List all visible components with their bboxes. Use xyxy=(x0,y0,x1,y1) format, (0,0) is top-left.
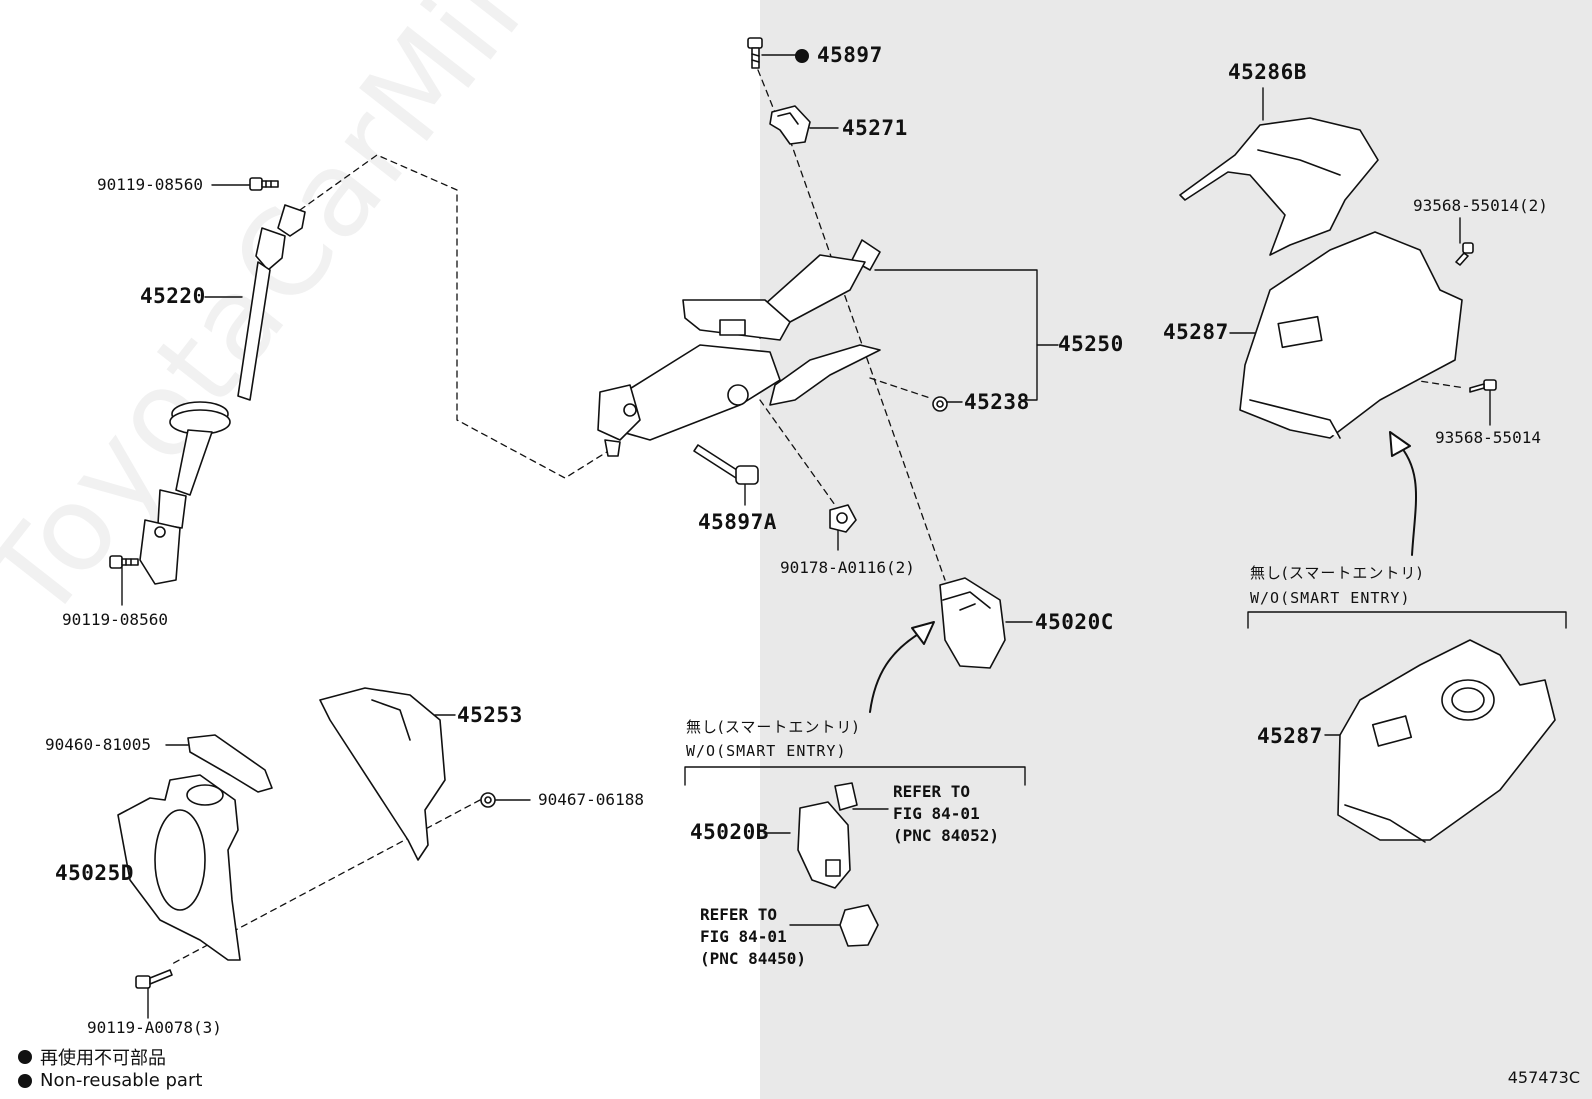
non-reusable-dot-icon xyxy=(795,48,809,63)
refer-1-line-3: (PNC 84052) xyxy=(893,826,999,845)
label-90119-08560-top: 90119-08560 xyxy=(97,175,203,194)
screw-93568-a xyxy=(1455,242,1474,266)
figure-code: 457473C xyxy=(1507,1068,1580,1087)
label-45287-bottom: 45287 xyxy=(1257,724,1323,748)
label-45897: 45897 xyxy=(817,43,883,67)
cover-45287-bottom xyxy=(1337,639,1556,843)
clip-90467 xyxy=(480,792,496,808)
label-45020C: 45020C xyxy=(1035,610,1114,634)
label-45220: 45220 xyxy=(140,284,206,308)
refer-2-line-2: FIG 84-01 xyxy=(700,927,787,946)
cover-45287-top xyxy=(1239,231,1463,439)
bolt-90119-A0078 xyxy=(135,969,173,989)
cover-45286B xyxy=(1179,117,1379,256)
curved-arrows xyxy=(869,431,1417,713)
clamp-45271 xyxy=(769,105,811,145)
label-90119-A0078: 90119-A0078(3) xyxy=(87,1018,222,1037)
refer-1-line-1: REFER TO xyxy=(893,782,971,801)
screw-93568-b xyxy=(1469,379,1497,393)
legend-dot-icon xyxy=(18,1050,32,1064)
housing-45020C xyxy=(939,577,1006,669)
bolt-45897A xyxy=(693,444,759,485)
note-wo-smart-entry-en-1: W/O(SMART ENTRY) xyxy=(686,742,847,760)
label-45238: 45238 xyxy=(964,390,1030,414)
refer-2-line-1: REFER TO xyxy=(700,905,778,924)
label-90178-A0116: 90178-A0116(2) xyxy=(780,558,915,577)
switch-45020B xyxy=(797,782,879,947)
legend-jp: 再使用不可部品 xyxy=(18,1044,166,1070)
label-45286B: 45286B xyxy=(1228,60,1307,84)
label-45250: 45250 xyxy=(1058,332,1124,356)
label-45287-top: 45287 xyxy=(1163,320,1229,344)
refer-2-line-3: (PNC 84450) xyxy=(700,949,806,968)
label-45253: 45253 xyxy=(457,703,523,727)
note-wo-smart-entry-jp-2: 無し(スマートエントリ) xyxy=(1250,564,1424,582)
nut-45238 xyxy=(932,396,948,412)
ring-90460 xyxy=(187,734,273,793)
label-45025D: 45025D xyxy=(55,861,134,885)
legend-en-text: Non-reusable part xyxy=(40,1070,203,1091)
nut-90178 xyxy=(829,504,857,533)
label-90119-08560-bottom: 90119-08560 xyxy=(62,610,168,629)
label-90467-06188: 90467-06188 xyxy=(538,790,644,809)
note-wo-smart-entry-en-2: W/O(SMART ENTRY) xyxy=(1250,589,1411,607)
label-93568-55014: 93568-55014 xyxy=(1435,428,1541,447)
refer-1-line-2: FIG 84-01 xyxy=(893,804,980,823)
boot-45025D xyxy=(117,774,241,961)
label-93568-55014-2: 93568-55014(2) xyxy=(1413,196,1548,215)
label-45897A: 45897A xyxy=(698,510,777,534)
shaft-45220 xyxy=(139,204,306,585)
legend-dot-icon xyxy=(18,1073,32,1088)
legend-en: Non-reusable part xyxy=(18,1070,202,1091)
bolt-45897 xyxy=(747,37,763,69)
label-45020B: 45020B xyxy=(690,820,769,844)
shaded-panel xyxy=(760,0,1592,1099)
bolt-90119-top xyxy=(249,177,279,191)
label-90460-81005: 90460-81005 xyxy=(45,735,151,754)
label-45271: 45271 xyxy=(842,116,908,140)
cover-45253 xyxy=(319,687,446,861)
brackets xyxy=(684,611,1567,786)
note-wo-smart-entry-jp-1: 無し(スマートエントリ) xyxy=(686,718,860,736)
legend-jp-text: 再使用不可部品 xyxy=(40,1048,166,1069)
column-45250 xyxy=(597,239,881,457)
bolt-90119-bottom xyxy=(109,555,139,569)
dashed-lines xyxy=(169,69,1466,966)
leader-lines xyxy=(121,54,1491,1019)
label-45897-marker: 45897 xyxy=(795,45,883,66)
